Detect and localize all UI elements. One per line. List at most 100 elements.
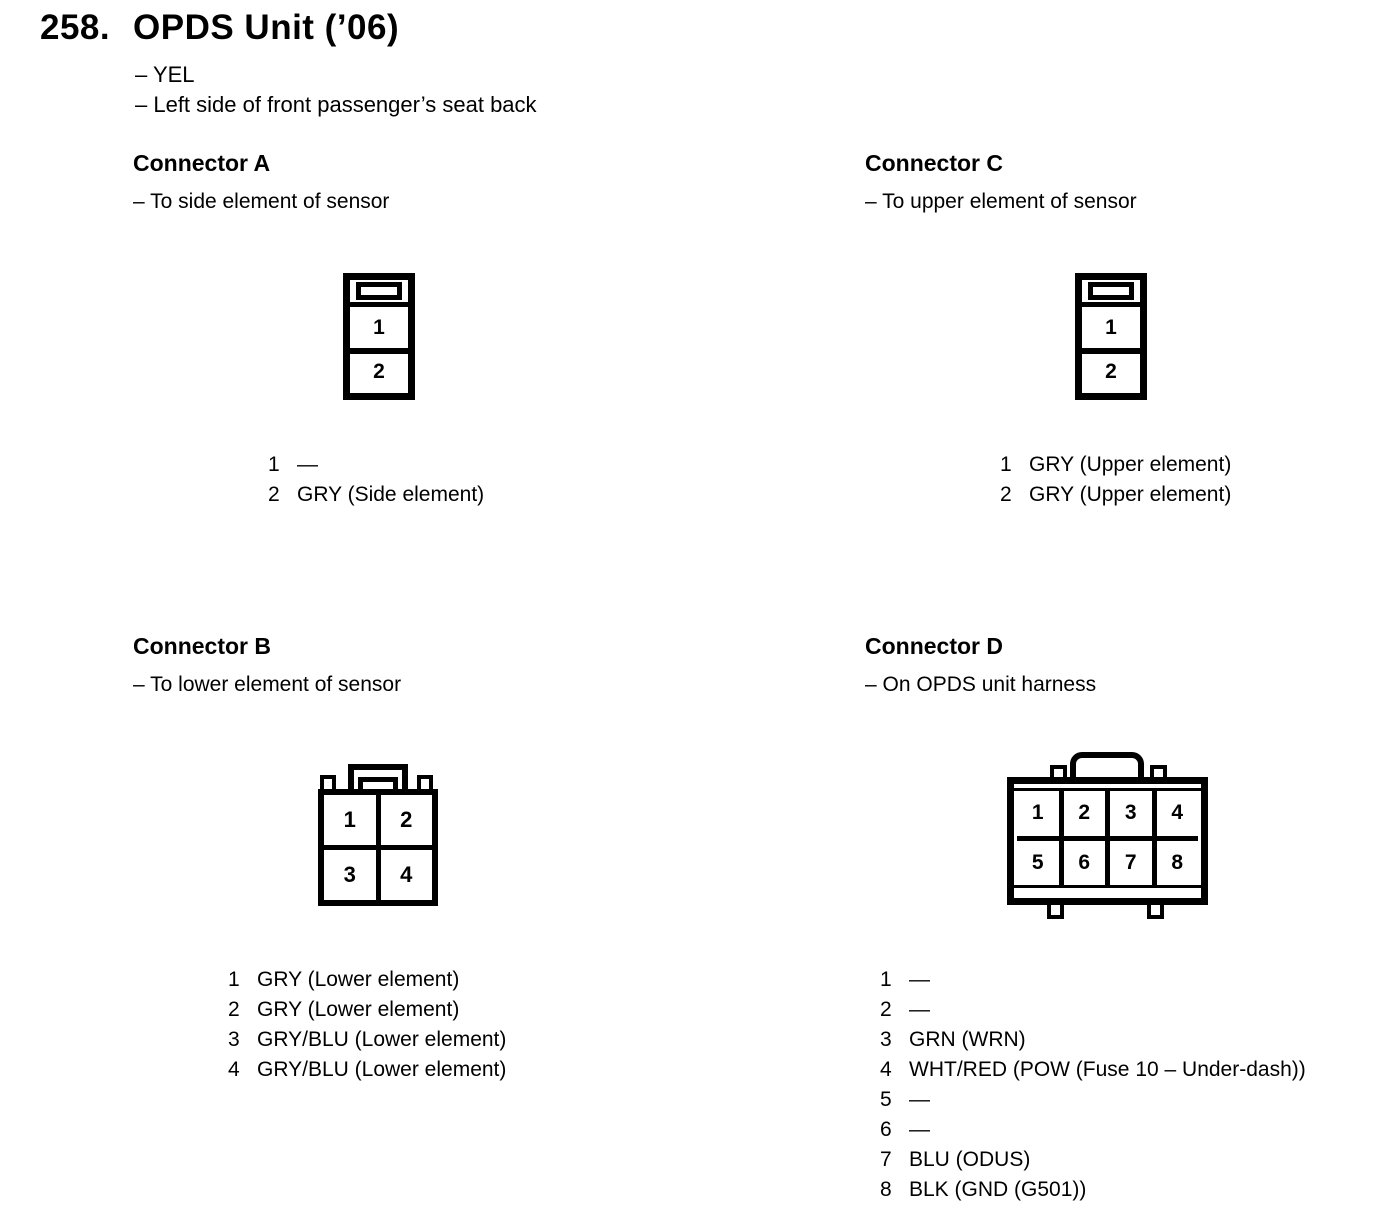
section-number: 258. [40, 8, 111, 47]
connector-a-heading: Connector A [133, 150, 271, 176]
pin-row: 1 GRY (Lower element) [228, 965, 506, 995]
pin-row: 2 GRY (Lower element) [228, 995, 506, 1025]
pin-label: GRY (Side element) [297, 483, 485, 506]
connector-b-diagram: 1 2 3 4 [318, 764, 438, 906]
connector-a-latch [356, 282, 402, 300]
connector-d-tab-bottom-left [1047, 905, 1064, 919]
pin-number: 2 [1000, 483, 1012, 506]
connector-b-latch-inner [358, 777, 398, 789]
connector-c-cavity-1: 1 [1105, 315, 1117, 339]
connector-b-pin-list: 1 GRY (Lower element) 2 GRY (Lower eleme… [228, 965, 506, 1085]
connector-b-latch [348, 764, 408, 789]
pin-label: — [909, 968, 930, 991]
bullet-wire-color: – YEL [135, 62, 195, 87]
connector-d-cavity-2: 2 [1063, 791, 1105, 836]
connector-b-heading: Connector B [133, 633, 271, 659]
pin-row: 1 — [880, 965, 1306, 995]
connector-c-heading: Connector C [865, 150, 1003, 176]
pin-label: GRN (WRN) [909, 1028, 1026, 1051]
connector-d-subtitle: – On OPDS unit harness [865, 673, 1097, 696]
pin-number: 1 [268, 453, 280, 476]
pin-label: — [909, 998, 930, 1021]
pin-row: 2 GRY (Side element) [268, 480, 484, 510]
pin-label: BLK (GND (G501)) [909, 1178, 1087, 1201]
connector-b-cavity-4: 4 [380, 850, 432, 900]
pin-label: GRY (Upper element) [1029, 483, 1232, 506]
pin-label: — [297, 453, 318, 476]
connector-b-cavity-3: 3 [324, 850, 376, 900]
connector-d-cavity-6: 6 [1063, 840, 1105, 885]
connector-b-tab-right [417, 775, 433, 792]
connector-b-cavity-2: 2 [380, 795, 432, 845]
connector-a-pin-list: 1 — 2 GRY (Side element) [268, 450, 484, 510]
connector-c-cavity-2: 2 [1082, 348, 1140, 389]
pin-row: 3 GRY/BLU (Lower element) [228, 1025, 506, 1055]
pin-number: 4 [880, 1058, 892, 1081]
pin-row: 3 GRN (WRN) [880, 1025, 1306, 1055]
connector-b-tab-left [320, 775, 336, 792]
connector-b-cavity-grid: 1 2 3 4 [324, 795, 432, 900]
pin-number: 2 [268, 483, 280, 506]
connector-c-diagram: 1 2 [1075, 273, 1147, 400]
pin-number: 6 [880, 1118, 892, 1141]
connector-d-pin-list: 1 — 2 — 3 GRN (WRN) 4 WHT/RED (POW (Fuse… [880, 965, 1306, 1205]
connector-a-cavity-2: 2 [350, 348, 408, 389]
pin-row: 1 — [268, 450, 484, 480]
section-title: OPDS Unit (’06) [133, 8, 400, 47]
pin-row: 2 GRY (Upper element) [1000, 480, 1231, 510]
pin-number: 3 [228, 1028, 240, 1051]
connector-d-tab-top-right [1150, 765, 1167, 781]
pin-label: — [909, 1088, 930, 1111]
pin-number: 5 [880, 1088, 892, 1111]
connector-a-cavity-1: 1 [373, 315, 385, 339]
pin-label: BLU (ODUS) [909, 1148, 1031, 1171]
connector-d-body: 1 2 3 4 5 6 7 8 [1007, 777, 1208, 905]
pin-row: 4 WHT/RED (POW (Fuse 10 – Under-dash)) [880, 1055, 1306, 1085]
connector-a-subtitle: – To side element of sensor [133, 190, 390, 213]
connector-d-latch-handle [1070, 752, 1144, 779]
pin-label: WHT/RED (POW (Fuse 10 – Under-dash)) [909, 1058, 1306, 1081]
connector-d-tab-bottom-right [1147, 905, 1164, 919]
connector-d-inner-frame: 1 2 3 4 5 6 7 8 [1014, 788, 1201, 888]
connector-c-latch [1088, 282, 1134, 300]
connector-d-cavity-5: 5 [1017, 840, 1059, 885]
pin-label: GRY/BLU (Lower element) [257, 1028, 507, 1051]
connector-c-latch-area [1082, 282, 1140, 307]
pin-number: 8 [880, 1178, 892, 1201]
pin-number: 2 [228, 998, 240, 1021]
pin-row: 5 — [880, 1085, 1306, 1115]
pin-row: 1 GRY (Upper element) [1000, 450, 1231, 480]
connector-b-cavity-1: 1 [324, 795, 376, 845]
pin-row: 8 BLK (GND (G501)) [880, 1175, 1306, 1205]
connector-c-pin-list: 1 GRY (Upper element) 2 GRY (Upper eleme… [1000, 450, 1231, 510]
connector-d-cavity-7: 7 [1110, 840, 1152, 885]
pin-label: GRY/BLU (Lower element) [257, 1058, 507, 1081]
connector-d-cavity-4: 4 [1156, 791, 1198, 836]
pin-label: — [909, 1118, 930, 1141]
connector-a-latch-area [350, 282, 408, 307]
pin-row: 2 — [880, 995, 1306, 1025]
connector-d-cavity-3: 3 [1110, 791, 1152, 836]
bullet-location: – Left side of front passenger’s seat ba… [135, 92, 537, 117]
connector-d-cavity-1: 1 [1017, 791, 1059, 836]
pin-row: 7 BLU (ODUS) [880, 1145, 1306, 1175]
connector-a-diagram: 1 2 [343, 273, 415, 400]
pin-number: 2 [880, 998, 892, 1021]
pin-row: 4 GRY/BLU (Lower element) [228, 1055, 506, 1085]
pin-label: GRY (Lower element) [257, 998, 460, 1021]
pin-number: 1 [1000, 453, 1012, 476]
connector-d-diagram: 1 2 3 4 5 6 7 8 [1007, 752, 1208, 919]
connector-d-cavity-grid: 1 2 3 4 5 6 7 8 [1017, 791, 1198, 885]
pin-row: 6 — [880, 1115, 1306, 1145]
pin-number: 7 [880, 1148, 892, 1171]
pin-label: GRY (Lower element) [257, 968, 460, 991]
pin-number: 4 [228, 1058, 240, 1081]
pin-number: 1 [880, 968, 892, 991]
connector-d-heading: Connector D [865, 633, 1003, 659]
pin-number: 3 [880, 1028, 892, 1051]
connector-d-cavity-8: 8 [1156, 840, 1198, 885]
connector-b-subtitle: – To lower element of sensor [133, 673, 402, 696]
connector-c-subtitle: – To upper element of sensor [865, 190, 1137, 213]
connector-d-tab-top-left [1050, 765, 1067, 781]
